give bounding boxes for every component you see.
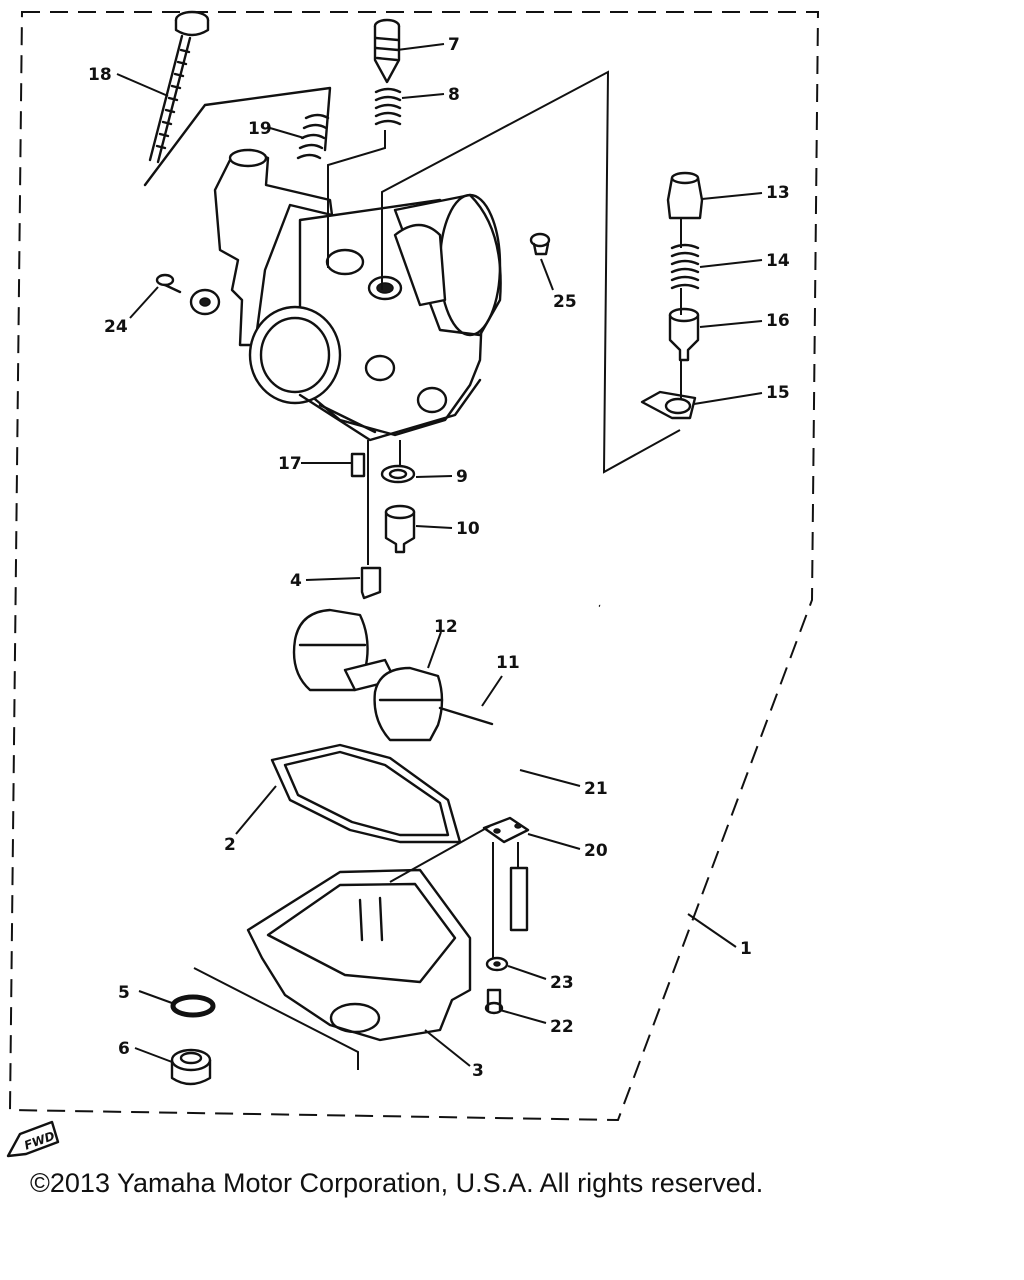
part-21-tube [513,601,628,832]
copyright-notice: ©2013 Yamaha Motor Corporation, U.S.A. A… [30,1168,764,1198]
callout-6: 6 [118,1039,130,1059]
guide-lines [193,70,682,1070]
callout-20: 20 [584,841,608,861]
callout-5: 5 [118,983,130,1003]
part-18-long-screw [148,10,210,164]
assembly-boundary [8,11,820,1122]
part-19-spring [296,113,330,160]
callout-3: 3 [472,1061,484,1081]
callout-22: 22 [550,1017,574,1037]
part-20-plate [482,816,530,932]
part-17-jet [350,452,366,478]
part-2-gasket [270,743,462,844]
callout-labels: 18 19 7 8 13 14 16 15 24 25 17 9 10 4 12… [88,35,790,1081]
callout-19: 19 [248,119,272,139]
callout-23: 23 [550,973,574,993]
callout-21: 21 [584,779,608,799]
callout-11: 11 [496,653,520,673]
fwd-arrow-icon: FWD [6,1120,60,1158]
callout-10: 10 [456,519,480,539]
part-4-main-jet [360,566,382,600]
part-5-o-ring [170,994,216,1018]
callout-18: 18 [88,65,112,85]
callout-12: 12 [434,617,458,637]
callout-leaders [116,43,763,1067]
part-25-screw [529,232,551,256]
part-8-spring [374,87,402,126]
part-7-screw [373,18,401,84]
part-6-plug [170,1048,212,1086]
part-22-screw [484,988,504,1015]
callout-13: 13 [766,183,790,203]
callout-1: 1 [740,939,752,959]
part-14-spring [670,243,700,290]
callout-25: 25 [553,292,577,312]
part-10-needle-jet [384,504,416,554]
part-12-float [292,608,444,742]
part-24-screw [155,273,221,316]
callout-9: 9 [456,467,468,487]
callout-15: 15 [766,383,790,403]
part-23-washer [485,956,509,972]
part-13-plug [666,171,704,220]
part-3-float-bowl [246,868,472,1042]
part-16-valve [668,307,700,362]
callout-24: 24 [104,317,128,337]
callout-8: 8 [448,85,460,105]
part-15-plate [640,390,697,420]
carburetor-body [213,148,502,442]
part-9-washer [380,464,416,484]
callout-16: 16 [766,311,790,331]
part-11-pin [438,706,494,726]
callout-14: 14 [766,251,790,271]
callout-17: 17 [278,454,302,474]
callout-7: 7 [448,35,460,55]
callout-4: 4 [290,571,302,591]
callout-2: 2 [224,835,236,855]
